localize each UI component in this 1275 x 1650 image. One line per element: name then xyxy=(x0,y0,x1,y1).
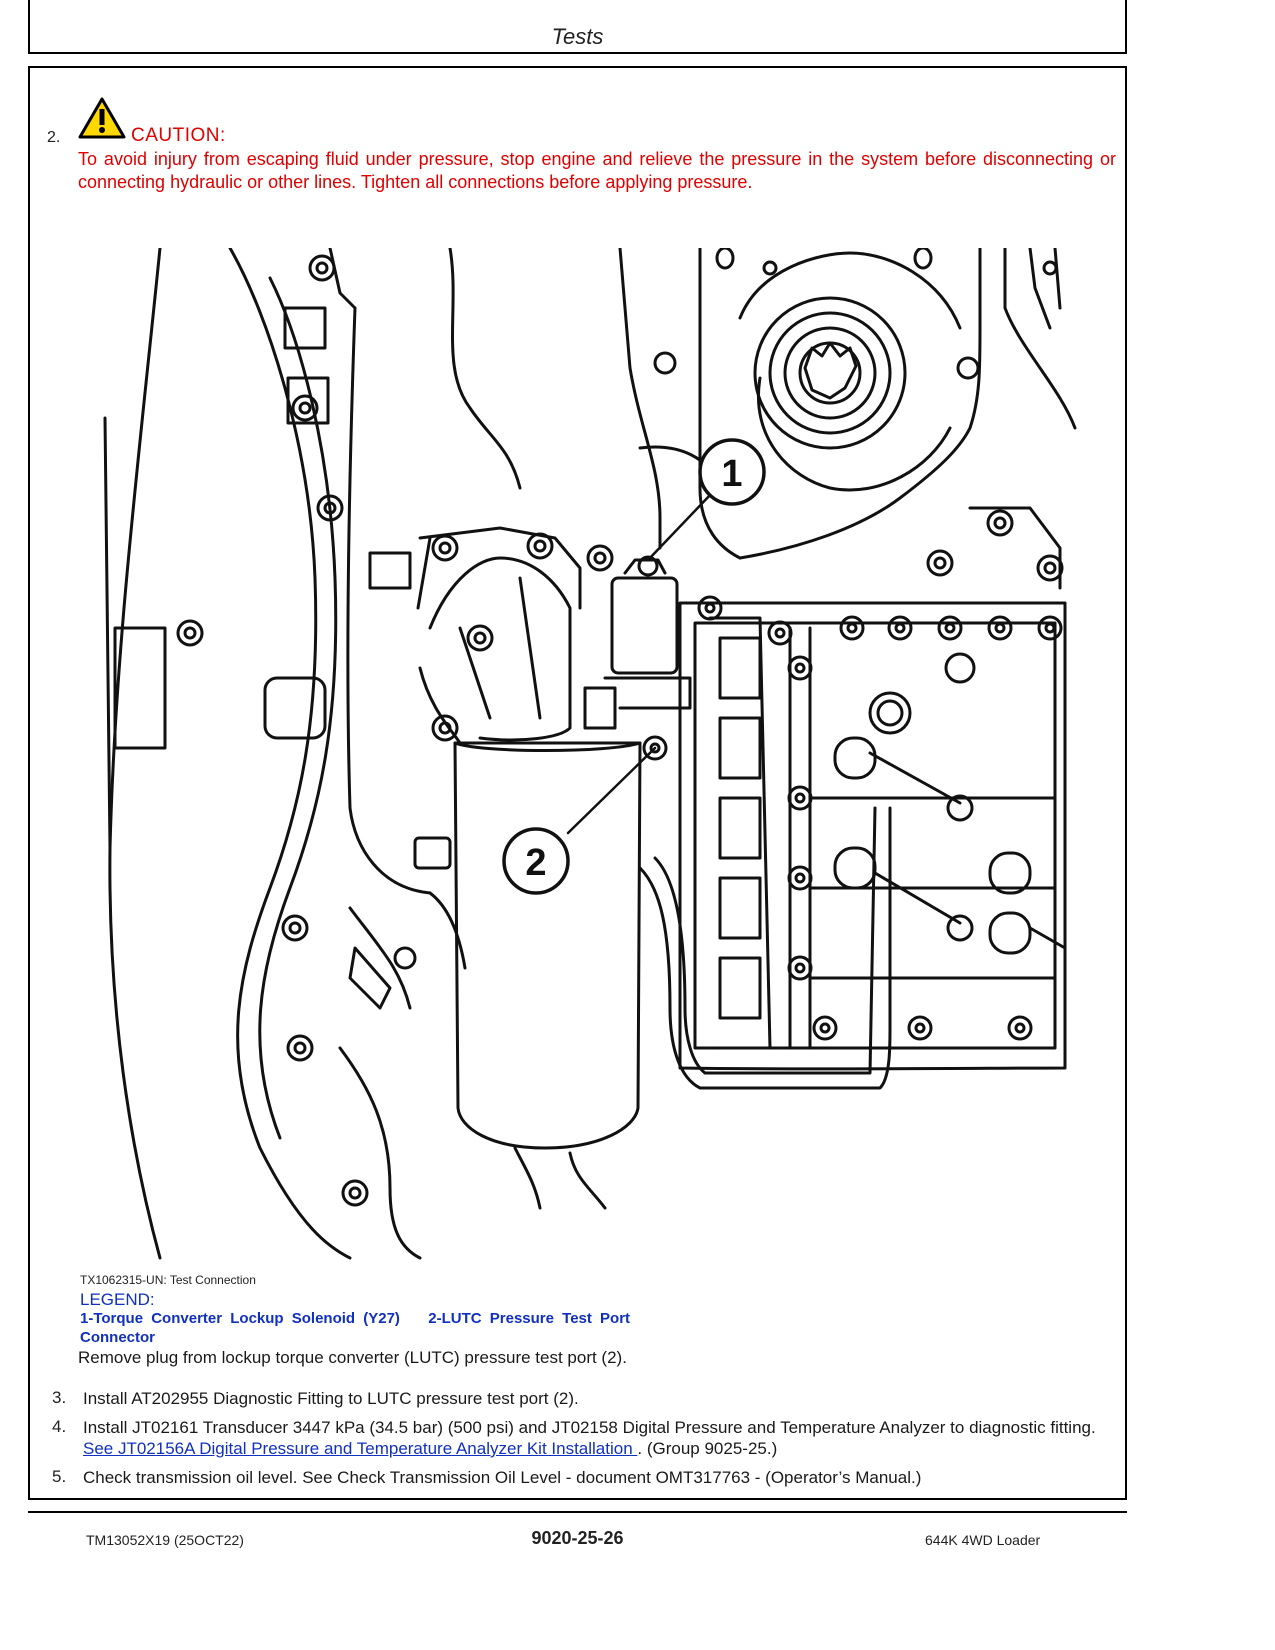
analyzer-kit-installation-link[interactable]: See JT02156A Digital Pressure and Temper… xyxy=(83,1439,638,1458)
test-connection-figure: 1 2 xyxy=(103,248,1077,1260)
caution-heading: CAUTION: xyxy=(131,125,226,146)
callout-1-marker: 1 xyxy=(698,438,766,506)
step-5-text: Check transmission oil level. See Check … xyxy=(83,1468,922,1487)
footer-page-number: 9020-25-26 xyxy=(531,1528,624,1548)
warning-triangle-icon xyxy=(78,97,126,139)
transmission-case-outline xyxy=(328,248,1058,970)
legend-items: 1-Torque Converter Lockup Solenoid (Y27)… xyxy=(80,1309,660,1347)
flywheel-housing-left xyxy=(103,248,422,1260)
valve-body-bolts xyxy=(642,595,1063,1041)
footer-rule xyxy=(28,1511,1127,1513)
callout-2-marker: 2 xyxy=(502,827,570,895)
header-title: Tests xyxy=(551,24,604,49)
step-number-2: 2. xyxy=(47,129,61,146)
step-3-text: Install AT202955 Diagnostic Fitting to L… xyxy=(83,1389,579,1408)
step-4-text-after: . (Group 9025-25.) xyxy=(637,1439,778,1458)
step-number-5: 5. xyxy=(52,1467,67,1486)
footer-document-id: TM13052X19 (25OCT22) xyxy=(86,1532,244,1548)
step-4-text-before: Install JT02161 Transducer 3447 kPa (34.… xyxy=(83,1418,1096,1437)
step-2-instruction: Remove plug from lockup torque converter… xyxy=(78,1348,627,1367)
callout-leaders xyxy=(566,491,714,835)
step-4-text: Install JT02161 Transducer 3447 kPa (34.… xyxy=(83,1417,1115,1459)
lockup-solenoid-y27 xyxy=(583,555,692,730)
caution-text: To avoid injury from escaping fluid unde… xyxy=(78,149,1116,192)
right-housing-edge xyxy=(926,248,1077,590)
step-number-3: 3. xyxy=(52,1388,67,1407)
solenoid-bracket xyxy=(368,526,614,870)
control-valve-body xyxy=(638,601,1067,1090)
figure-caption: TX1062315-UN: Test Connection xyxy=(80,1273,256,1287)
oil-filter-canister xyxy=(453,741,642,1210)
legend-item-1: 1-Torque Converter Lockup Solenoid (Y27) xyxy=(80,1310,400,1327)
step-number-4: 4. xyxy=(52,1417,67,1436)
callout-2-label: 2 xyxy=(525,842,546,884)
legend-title: LEGEND: xyxy=(80,1290,155,1309)
callout-1-label: 1 xyxy=(721,453,742,495)
header-box: Tests xyxy=(28,0,1127,54)
footer-model: 644K 4WD Loader xyxy=(925,1532,1041,1548)
legend-item-2: 2-LUTC Pressure Test Port Connector xyxy=(80,1310,631,1346)
content-box xyxy=(28,66,1127,1500)
filter-housing-head xyxy=(418,556,572,745)
output-spline-flange xyxy=(738,251,962,492)
valve-body-plugs xyxy=(833,652,1067,955)
